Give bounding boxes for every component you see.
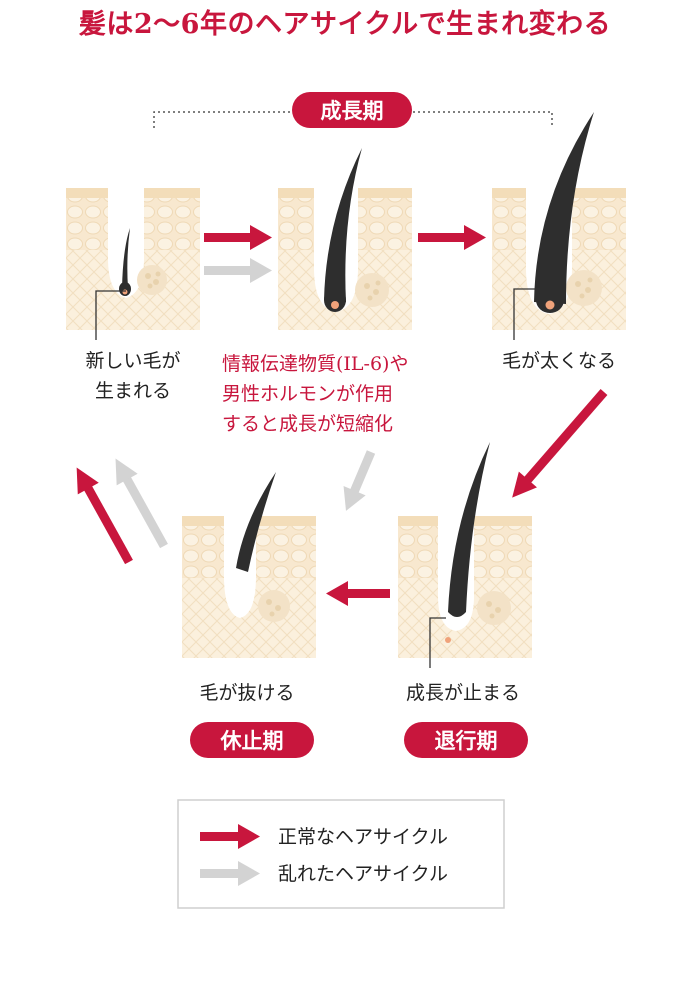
pointer-line-new-hair bbox=[95, 290, 126, 340]
stage-label-new-hair-line2: 生まれる bbox=[94, 380, 171, 402]
legend-label-disrupted: 乱れたヘアサイクル bbox=[278, 863, 449, 885]
legend-arrow-normal bbox=[200, 824, 260, 849]
arrow-normal-4-to-5 bbox=[326, 581, 390, 606]
stage-label-new-hair-line1: 新しい毛が bbox=[85, 350, 181, 372]
note-text: 情報伝達物質(IL-6)や 男性ホルモンが作用 すると成長が短縮化 bbox=[222, 349, 408, 439]
arrow-normal-5-to-1 bbox=[76, 467, 133, 565]
pointer-line-regression bbox=[429, 617, 446, 668]
skin-block-resting bbox=[182, 516, 316, 658]
stage-label-stops: 成長が止まる bbox=[405, 682, 520, 704]
hair-thick bbox=[534, 112, 594, 304]
stage-label-falls-out: 毛が抜ける bbox=[199, 682, 295, 704]
arrow-disrupted-5-to-1 bbox=[115, 458, 168, 549]
phase-regression-badge: 退行期 bbox=[404, 722, 528, 758]
diagram-title: 髪は2〜6年のヘアサイクルで生まれ変わる bbox=[78, 9, 612, 40]
hair-regression bbox=[448, 442, 490, 617]
phase-growth-badge: 成長期 bbox=[292, 92, 412, 128]
note-line3: すると成長が短縮化 bbox=[222, 413, 394, 435]
stage-label-new-hair: 新しい毛が 生まれる bbox=[58, 346, 208, 406]
stage-label-thickens: 毛が太くなる bbox=[501, 350, 616, 372]
phase-rest-badge: 休止期 bbox=[190, 722, 314, 758]
arrow-disrupted-2-to-5 bbox=[343, 450, 376, 511]
legend-box bbox=[177, 799, 505, 909]
pointer-line-thick-hair bbox=[513, 288, 540, 340]
arrow-normal-3-to-4 bbox=[512, 389, 608, 498]
skin-block-new-hair bbox=[66, 188, 200, 330]
legend-label-normal: 正常なヘアサイクル bbox=[278, 826, 449, 848]
note-line1: 情報伝達物質(IL-6)や bbox=[222, 353, 409, 375]
legend-arrow-disrupted bbox=[200, 861, 260, 886]
note-line2: 男性ホルモンが作用 bbox=[222, 383, 394, 405]
arrow-normal-1-to-2 bbox=[204, 225, 272, 250]
hair-falling bbox=[236, 472, 276, 572]
hair-growing bbox=[324, 148, 362, 302]
arrow-normal-2-to-3 bbox=[418, 225, 486, 250]
arrow-disrupted-1-to-2 bbox=[204, 258, 272, 283]
